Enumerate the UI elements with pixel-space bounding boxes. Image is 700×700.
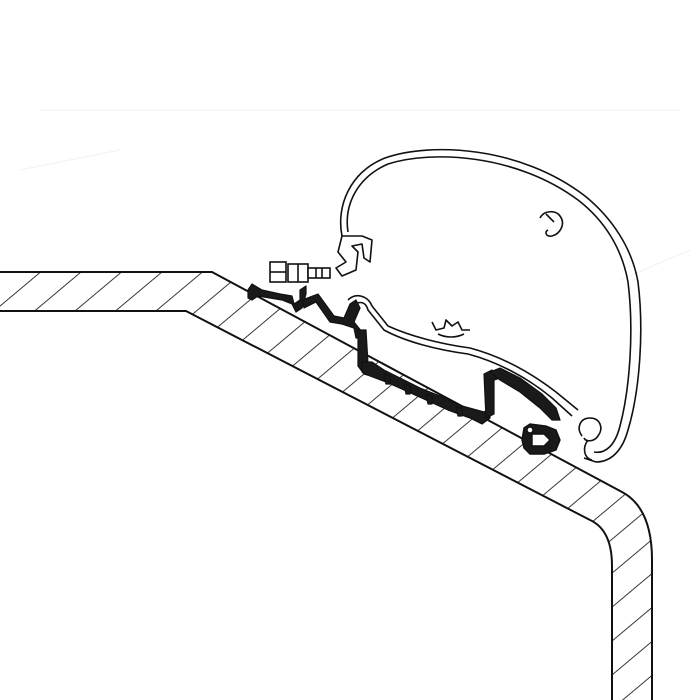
vehicle-roof-wall-section xyxy=(0,271,653,700)
casing-outer-shell xyxy=(339,148,642,463)
rail-left-foot xyxy=(247,283,307,313)
rail-sloped-arm xyxy=(489,367,561,421)
casing-end-clip xyxy=(521,423,561,455)
casing-middle-clip xyxy=(431,319,470,331)
casing-inner-shell xyxy=(346,156,632,454)
roof-mounting-adapter-rail xyxy=(247,283,561,425)
awning-casing-profile xyxy=(335,148,642,463)
rail-second-post xyxy=(483,369,501,419)
casing-rear-neck xyxy=(335,235,373,277)
casing-lower-hook xyxy=(578,417,602,442)
background-ghost-lines xyxy=(19,109,691,281)
casing-upper-hook xyxy=(539,210,564,237)
mounting-bolt xyxy=(269,261,331,283)
casing-lower-wall xyxy=(347,294,579,411)
roof-wall-hatch xyxy=(0,272,652,700)
bolt-shank xyxy=(307,267,331,279)
roof-inner-edge xyxy=(0,310,613,700)
roof-outer-edge xyxy=(0,271,653,700)
